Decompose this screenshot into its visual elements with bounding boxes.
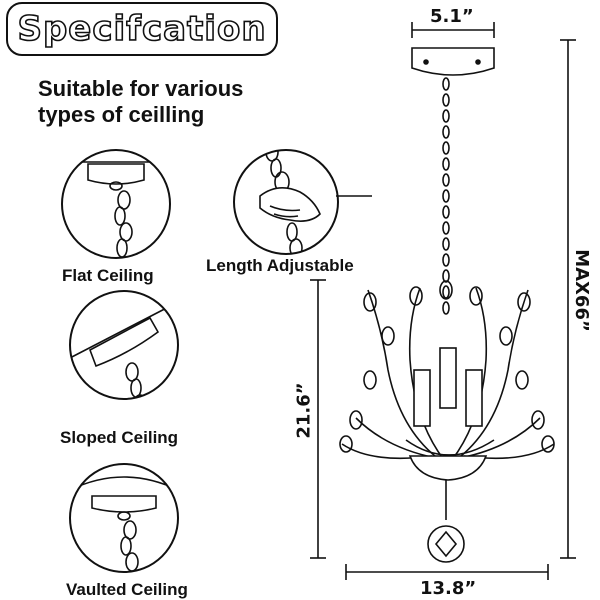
- length-adjustable-illustration: [233, 149, 372, 255]
- heading-line-2: types of ceilling: [38, 102, 205, 127]
- vaulted-ceiling-illustration: [69, 463, 179, 573]
- chain: [442, 77, 450, 315]
- body-width-dimension: 13.8”: [420, 578, 477, 599]
- ceiling-types-heading: Suitable for various types of ceilling: [38, 76, 243, 128]
- flat-ceiling-label: Flat Ceiling: [62, 266, 154, 285]
- sloped-ceiling-illustration: [69, 290, 179, 400]
- sloped-ceiling-label: Sloped Ceiling: [60, 428, 179, 447]
- body-height-dimension: 21.6”: [293, 382, 315, 439]
- flat-ceiling-illustration: [61, 149, 171, 259]
- max-height-dimension: MAX66”: [570, 249, 592, 332]
- title-box: Specifcation: [6, 2, 278, 56]
- page-title: Specifcation: [17, 8, 267, 50]
- chandelier-illustration: [339, 47, 555, 563]
- length-adjustable-label: Length Adjustable: [206, 256, 354, 275]
- canopy-width-dimension: 5.1”: [430, 6, 474, 27]
- heading-line-1: Suitable for various: [38, 76, 244, 101]
- vaulted-ceiling-label: Vaulted Ceiling: [66, 580, 188, 599]
- dimension-lines: [310, 22, 576, 580]
